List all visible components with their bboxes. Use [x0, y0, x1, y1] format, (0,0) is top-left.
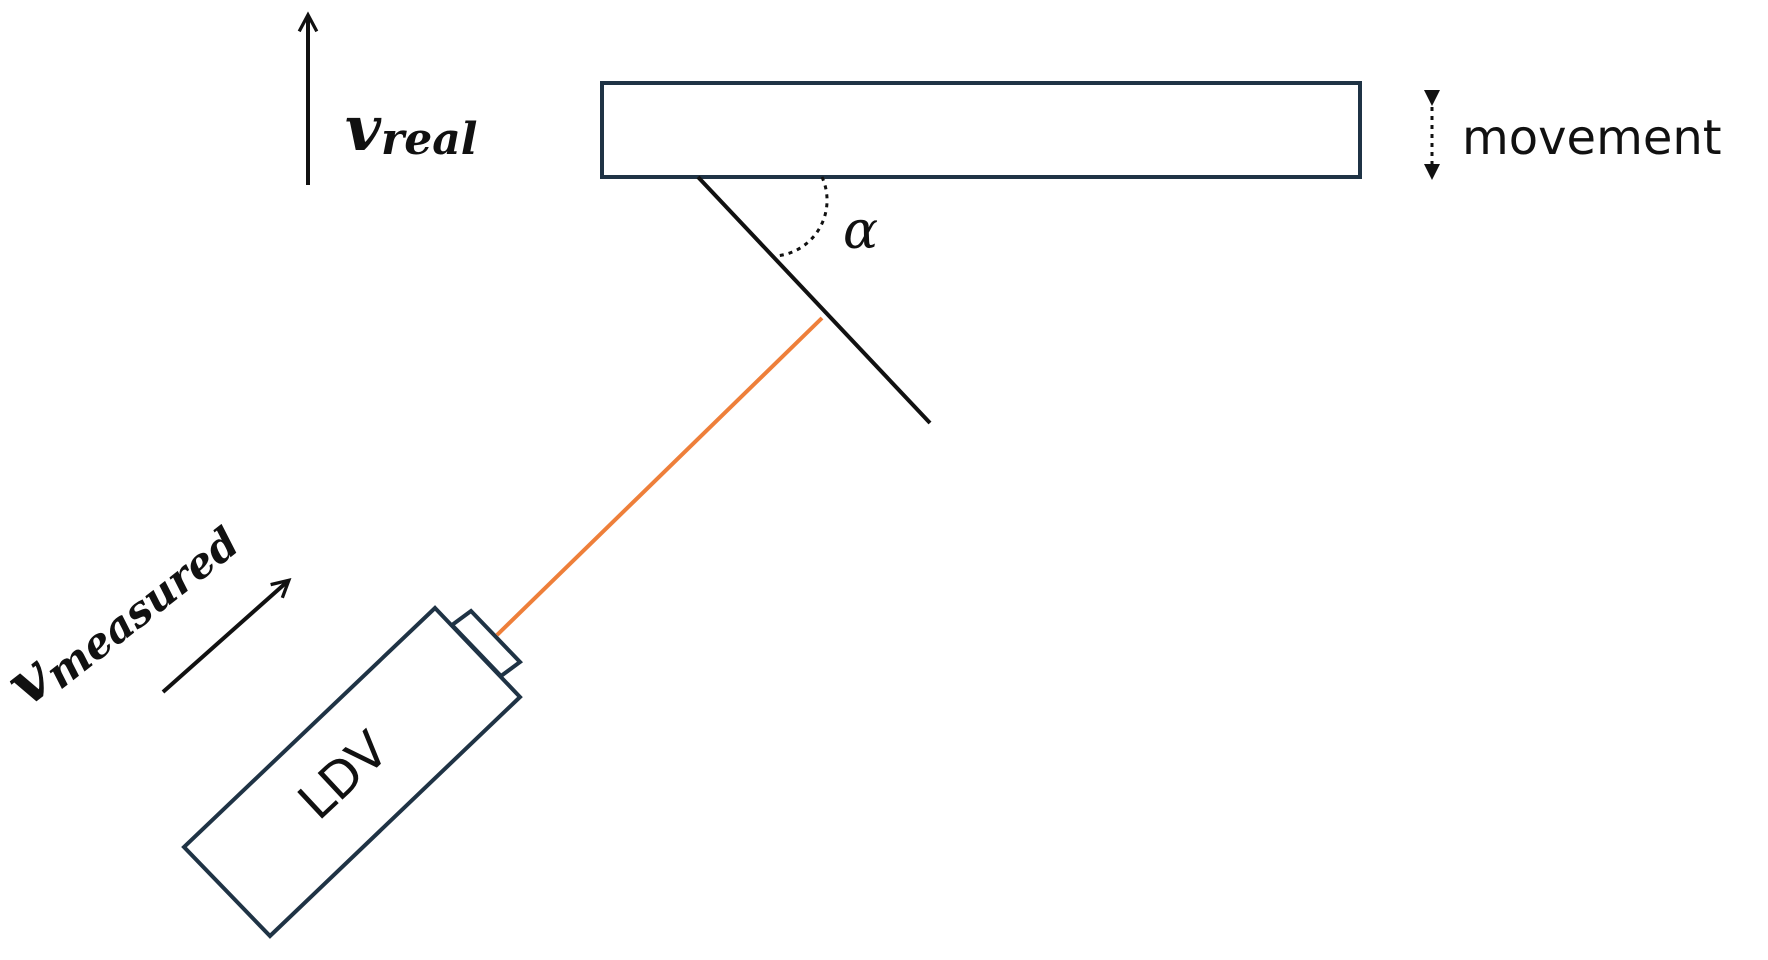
v-measured-subscript: measured — [36, 518, 248, 699]
v-measured-label: vmeasured — [0, 498, 248, 721]
v-measured-arrow-icon — [161, 581, 288, 694]
movement-label: movement — [1462, 110, 1722, 166]
laser-beam — [495, 316, 824, 637]
angle-alpha-label: α — [843, 201, 878, 261]
mirror-line — [696, 175, 932, 425]
ldv-device: LDV — [181, 605, 524, 939]
angle-arc-icon — [775, 176, 829, 258]
ldv-lens — [448, 608, 524, 679]
v-real-symbol: v — [345, 92, 382, 165]
v-real-label: vreal — [345, 92, 477, 165]
moving-plate — [600, 81, 1362, 179]
v-real-subscript: real — [381, 114, 477, 165]
